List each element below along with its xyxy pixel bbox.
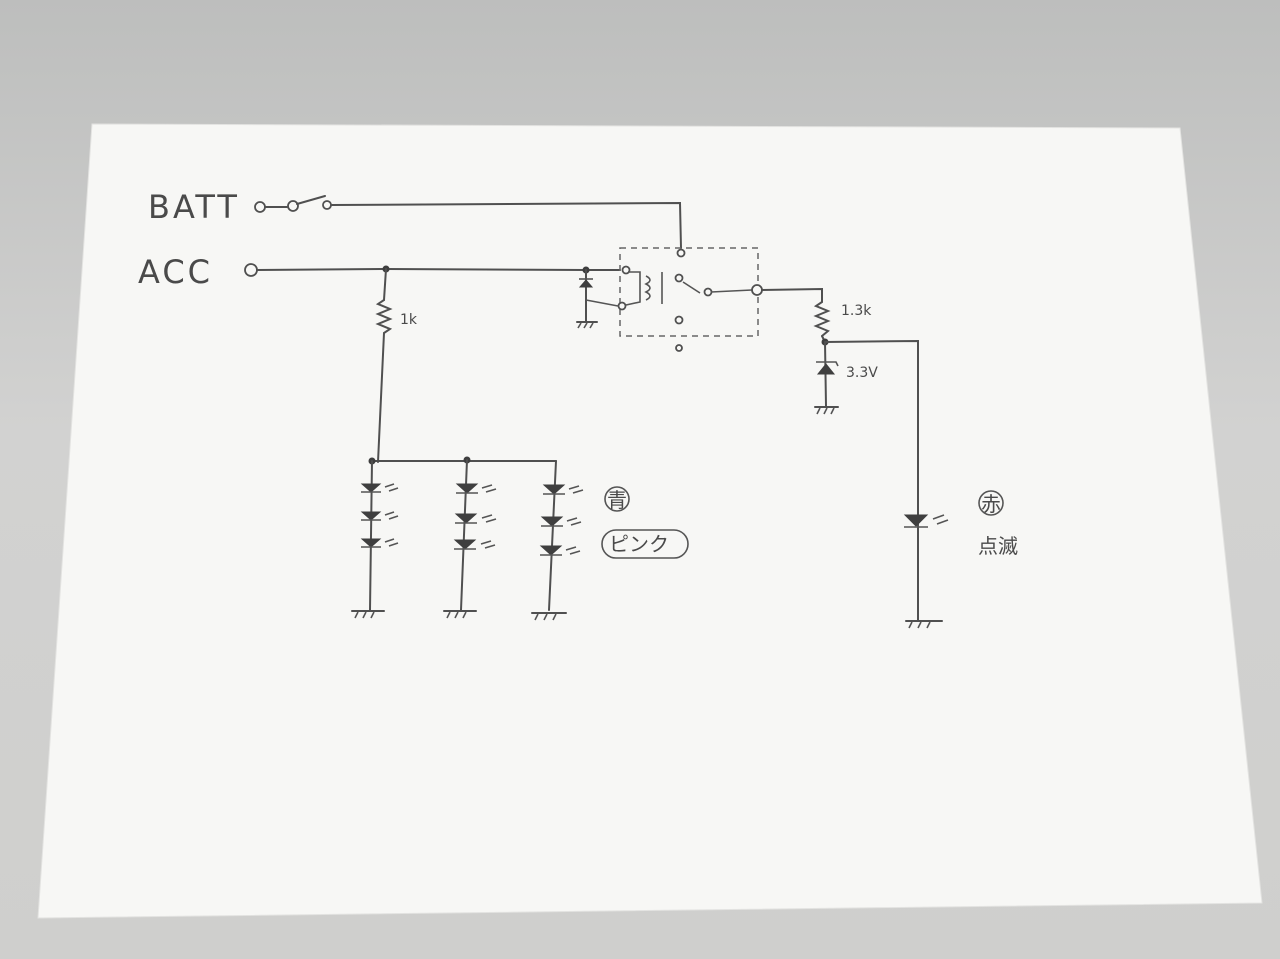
flyback-diode	[576, 269, 619, 329]
led-color-label-2: ピンク	[609, 532, 669, 556]
acc-wire	[256, 267, 621, 271]
blink-led	[903, 514, 949, 528]
resistor-1k-label: 1k	[400, 312, 418, 328]
led-string-1	[351, 460, 399, 619]
relay	[617, 248, 753, 352]
resistor-1-3k-label: 1.3k	[841, 303, 872, 319]
paper-sheet	[37, 123, 1263, 919]
blink-color-label: 赤	[981, 492, 1001, 516]
blink-color-circle	[978, 490, 1004, 516]
led-string-2	[443, 459, 497, 619]
resistor-1k	[375, 299, 393, 334]
color-note-oval	[601, 529, 689, 559]
blink-mode-label: 点滅	[978, 534, 1018, 558]
batt-wire	[331, 201, 682, 249]
led-string-3	[531, 460, 584, 621]
acc-label: ACC	[138, 253, 213, 291]
batt-label: BATT	[148, 188, 240, 226]
zener-label: 3.3V	[846, 365, 878, 381]
color-note-circle	[604, 486, 630, 512]
led-color-label: 青	[607, 488, 627, 512]
zener-diode	[814, 341, 839, 415]
blink-ground	[908, 621, 931, 629]
acc-terminal	[244, 263, 258, 277]
resistor-1-3k	[813, 301, 831, 337]
